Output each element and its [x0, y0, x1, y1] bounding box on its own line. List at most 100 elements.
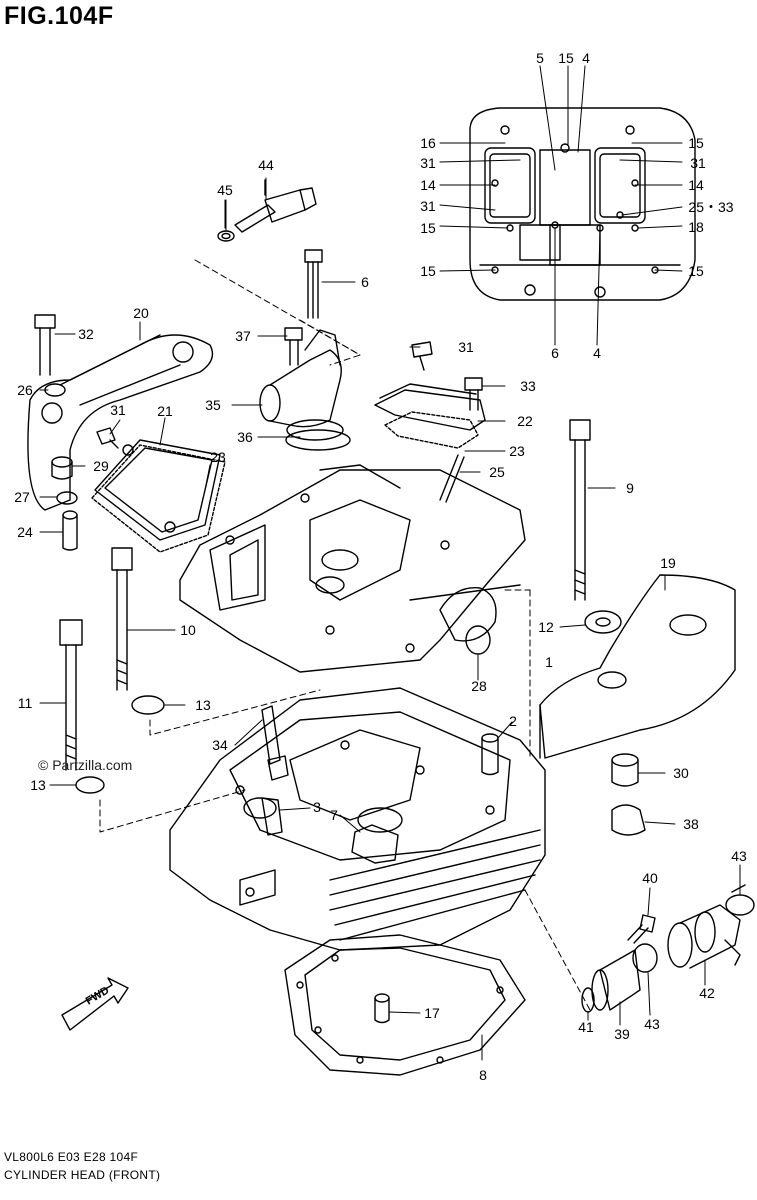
callout-18: 18 — [688, 219, 704, 235]
bolt-6 — [304, 249, 323, 319]
callout-17: 17 — [424, 1005, 440, 1021]
bolt-37 — [284, 327, 303, 366]
head-gasket-8 — [284, 934, 526, 1076]
callout-15: 15 — [420, 263, 436, 279]
bolt-32 — [34, 314, 56, 376]
callout-31: 31 — [420, 155, 436, 171]
head-top-assembly — [179, 464, 526, 673]
callout-9: 9 — [626, 480, 634, 496]
callout-28: 28 — [471, 678, 487, 694]
o-ring-36 — [285, 429, 351, 451]
washer-12 — [584, 610, 622, 634]
footer-code: VL800L6 E03 E28 104F — [4, 1150, 139, 1164]
callout-19: 19 — [660, 555, 676, 571]
bolt-11 — [59, 619, 83, 771]
temperature-sensor — [217, 179, 317, 242]
callout-29: 29 — [93, 458, 109, 474]
callout-23: 23 — [210, 449, 226, 465]
callout-42: 42 — [699, 985, 715, 1001]
callout-33: 33 — [520, 378, 536, 394]
callout-31: 31 — [690, 155, 706, 171]
callout-6: 6 — [551, 345, 559, 361]
callout-35: 35 — [205, 397, 221, 413]
callout-23: 23 — [509, 443, 525, 459]
gasket-7 — [351, 824, 399, 864]
assembly-dash-lines — [99, 319, 591, 1011]
callout-45: 45 — [217, 182, 233, 198]
cover-22 — [374, 383, 486, 431]
callout-10: 10 — [180, 622, 196, 638]
bolt-10 — [111, 547, 133, 691]
callout-44: 44 — [258, 157, 274, 173]
callout-21: 21 — [157, 403, 173, 419]
callout-15: 15 — [558, 50, 574, 66]
callout-25-33: 25・33 — [688, 199, 734, 215]
callout-40: 40 — [642, 870, 658, 886]
collar-24 — [62, 510, 78, 551]
bolt-31-small — [96, 427, 119, 449]
bolt-40 — [627, 914, 656, 944]
gasket-23-right — [384, 411, 479, 449]
grommet-29 — [51, 456, 73, 480]
washer-12-inner — [595, 617, 611, 627]
grommet-38 — [611, 804, 646, 836]
callout-30: 30 — [673, 765, 689, 781]
callout-4: 4 — [593, 345, 601, 361]
callout-24: 24 — [17, 524, 33, 540]
bolt-9 — [569, 419, 591, 601]
callout-14: 14 — [688, 177, 704, 193]
callout-7: 7 — [330, 807, 338, 823]
callout-26: 26 — [17, 382, 33, 398]
water-outlet-35 — [259, 329, 344, 441]
callout-16: 16 — [420, 135, 436, 151]
callout-8: 8 — [479, 1067, 487, 1083]
washer-27 — [56, 491, 78, 505]
callout-1: 1 — [545, 654, 553, 670]
intake-pipe-42 — [667, 904, 741, 969]
head-top-view-inset — [469, 107, 696, 301]
callout-20: 20 — [133, 305, 149, 321]
inset-leader-lines — [439, 65, 683, 346]
dowel-17 — [374, 993, 390, 1024]
callout-14: 14 — [420, 177, 436, 193]
callout-36: 36 — [237, 429, 253, 445]
grommet-30 — [611, 753, 639, 787]
callout-31: 31 — [110, 402, 126, 418]
callout-31: 31 — [420, 198, 436, 214]
callout-43: 43 — [731, 848, 747, 864]
callout-2: 2 — [509, 713, 517, 729]
gasket-23-left — [91, 444, 226, 553]
callout-leader-lines — [39, 177, 741, 1061]
watermark: © Partzilla.com — [38, 757, 133, 773]
callout-27: 27 — [14, 489, 30, 505]
o-ring-41 — [581, 987, 595, 1013]
fwd-arrow-icon — [61, 977, 129, 1031]
footer-name: CYLINDER HEAD (FRONT) — [4, 1168, 161, 1182]
callout-39: 39 — [614, 1026, 630, 1042]
callout-38: 38 — [683, 816, 699, 832]
callout-25: 25 — [489, 464, 505, 480]
callout-13: 13 — [195, 697, 211, 713]
spark-plug-34 — [261, 705, 289, 781]
plug-28 — [465, 625, 491, 655]
callout-5: 5 — [536, 50, 544, 66]
callout-12: 12 — [538, 619, 554, 635]
bolt-31-cover — [411, 341, 433, 371]
callout-32: 32 — [78, 326, 94, 342]
callout-43: 43 — [644, 1016, 660, 1032]
callout-3: 3 — [313, 799, 321, 815]
callout-6: 6 — [361, 274, 369, 290]
callout-13: 13 — [30, 777, 46, 793]
figure-title: FIG.104F — [4, 2, 114, 30]
callout-15: 15 — [688, 135, 704, 151]
bolt-33 — [464, 377, 483, 411]
washer-13-upper — [131, 695, 165, 715]
callout-41: 41 — [578, 1019, 594, 1035]
head-bracket — [27, 334, 214, 511]
stud-25 — [439, 454, 465, 503]
clamp-43-lower — [632, 943, 658, 973]
callout-31: 31 — [458, 339, 474, 355]
callout-15: 15 — [420, 220, 436, 236]
side-cover-19 — [539, 574, 736, 759]
